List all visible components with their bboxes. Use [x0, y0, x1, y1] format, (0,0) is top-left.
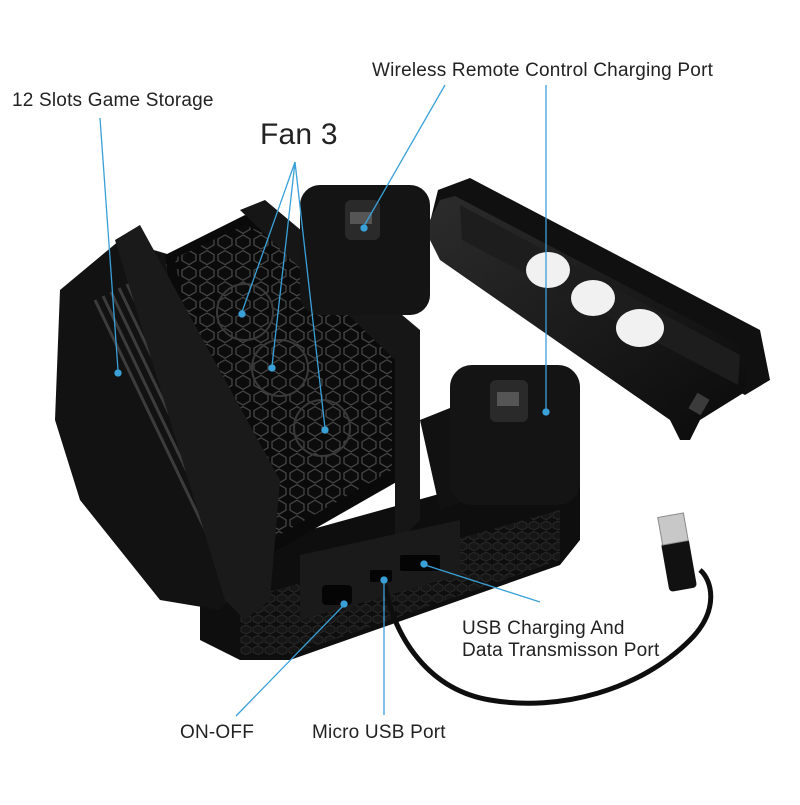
plate-cutout — [526, 252, 570, 288]
fan-label: Fan 3 — [260, 118, 338, 151]
usb-port-label-line1: USB Charging And — [462, 618, 625, 639]
game-storage-label: 12 Slots Game Storage — [12, 90, 214, 111]
usb-port-label-line2: Data Transmisson Port — [462, 640, 660, 661]
fan-1 — [216, 283, 274, 341]
wireless-charging-port-label: Wireless Remote Control Charging Port — [372, 60, 714, 81]
usb-port-label: USB Charging And Data Transmisson Port — [462, 618, 659, 662]
usb-cable — [382, 512, 714, 706]
controller-charger-rear — [300, 185, 430, 315]
on-off-label: ON-OFF — [180, 722, 255, 743]
usb-plug — [657, 512, 689, 546]
micro-usb-label: Micro USB Port — [312, 722, 446, 743]
fan-2 — [251, 339, 309, 397]
controller-charger-front — [450, 365, 580, 505]
charging-stand-body — [55, 185, 580, 660]
plate-cutout — [616, 309, 664, 347]
plate-cutout — [571, 280, 615, 316]
usb-port — [400, 555, 440, 571]
callout-lines — [99, 84, 550, 717]
power-switch — [322, 585, 352, 605]
detached-side-plate — [425, 178, 770, 440]
